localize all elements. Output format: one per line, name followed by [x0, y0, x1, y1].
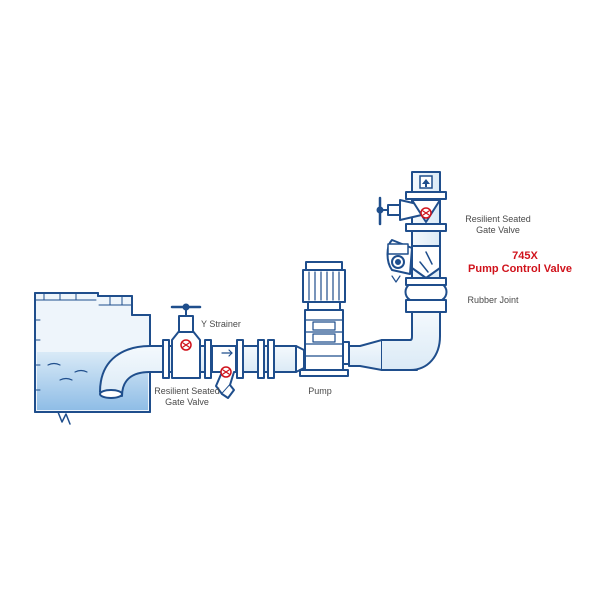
lower-gate-valve: [170, 303, 202, 379]
rubber-joint: [404, 277, 448, 301]
label-y-strainer: Y Strainer: [201, 319, 241, 329]
label-control-valve-name: Pump Control Valve: [468, 263, 572, 275]
label-pump: Pump: [308, 386, 332, 396]
up-arrow-icon: [419, 175, 433, 189]
label-rubber-joint: Rubber Joint: [467, 295, 519, 305]
label-upper-gate-valve-line2: Gate Valve: [476, 225, 520, 235]
label-upper-gate-valve-line1: Resilient Seated: [465, 214, 531, 224]
pump: [299, 261, 349, 377]
y-strainer: [211, 345, 237, 399]
upper-gate-valve: [376, 191, 447, 226]
label-control-valve-model: 745X: [512, 250, 538, 262]
pump-control-valve: [386, 223, 447, 283]
label-lower-gate-valve-line1: Resilient Seated: [154, 386, 220, 396]
label-lower-gate-valve-line2: Gate Valve: [165, 397, 209, 407]
discharge-pipe: [342, 299, 447, 371]
